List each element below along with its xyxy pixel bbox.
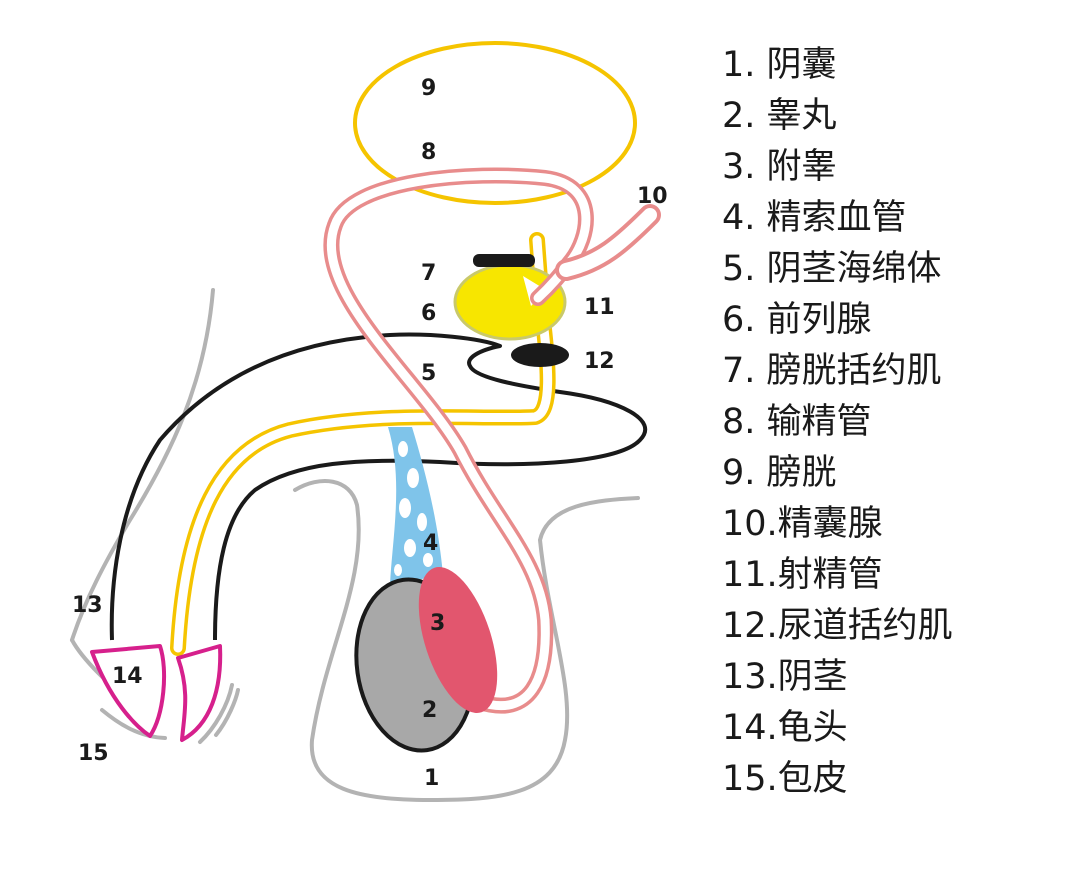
epididymis-shape: [418, 567, 498, 713]
marker-14: 14: [112, 664, 143, 689]
urethra: [170, 232, 556, 656]
diagram-markers: 9 8 10 7 6 11 12 5 4 3 2 1 13 14 15: [72, 76, 668, 791]
legend-item: 5. 阴茎海绵体: [722, 249, 942, 289]
marker-12: 12: [584, 349, 615, 374]
vas-deferens: [323, 167, 594, 714]
legend-item: 2. 睾丸: [722, 96, 837, 136]
marker-2: 2: [422, 698, 437, 723]
marker-5: 5: [421, 361, 436, 386]
legend-item: 11.射精管: [722, 555, 883, 595]
marker-9: 9: [421, 76, 436, 101]
marker-6: 6: [421, 301, 436, 326]
legend-item: 3. 附睾: [722, 147, 837, 187]
skin-outline: [70, 288, 640, 803]
marker-1: 1: [424, 766, 439, 791]
glans-shape: [90, 644, 223, 742]
marker-3: 3: [430, 611, 445, 636]
legend-item: 12.尿道括约肌: [722, 606, 953, 646]
legend-item: 4. 精索血管: [722, 198, 907, 238]
legend-item: 10.精囊腺: [722, 504, 883, 544]
foreskin-lines: [70, 638, 240, 744]
legend-item: 7. 膀胱括约肌: [722, 351, 942, 391]
marker-11: 11: [584, 295, 615, 320]
legend-list: 1. 阴囊 2. 睾丸 3. 附睾 4. 精索血管 5. 阴茎海绵体 6. 前列…: [722, 40, 1072, 805]
marker-15: 15: [78, 741, 109, 766]
legend-item: 14.龟头: [722, 708, 848, 748]
legend-item: 1. 阴囊: [722, 45, 837, 85]
penis-outline: [109, 332, 648, 641]
marker-4: 4: [423, 531, 438, 556]
marker-13: 13: [72, 593, 103, 618]
marker-10: 10: [637, 184, 668, 209]
legend-item: 13.阴茎: [722, 657, 848, 697]
seminal-vesicle-shape: [555, 204, 661, 281]
legend-item: 6. 前列腺: [722, 300, 872, 340]
legend-item: 9. 膀胱: [722, 453, 837, 493]
bladder-sphincter-shape: [473, 254, 535, 267]
legend-item: 8. 输精管: [722, 402, 872, 442]
legend-item: 15.包皮: [722, 759, 848, 799]
bladder-shape: [353, 41, 637, 205]
spermatic-vessels-shape: [388, 427, 443, 585]
marker-8: 8: [421, 140, 436, 165]
urethral-sphincter-shape: [511, 343, 569, 367]
marker-7: 7: [421, 261, 436, 286]
